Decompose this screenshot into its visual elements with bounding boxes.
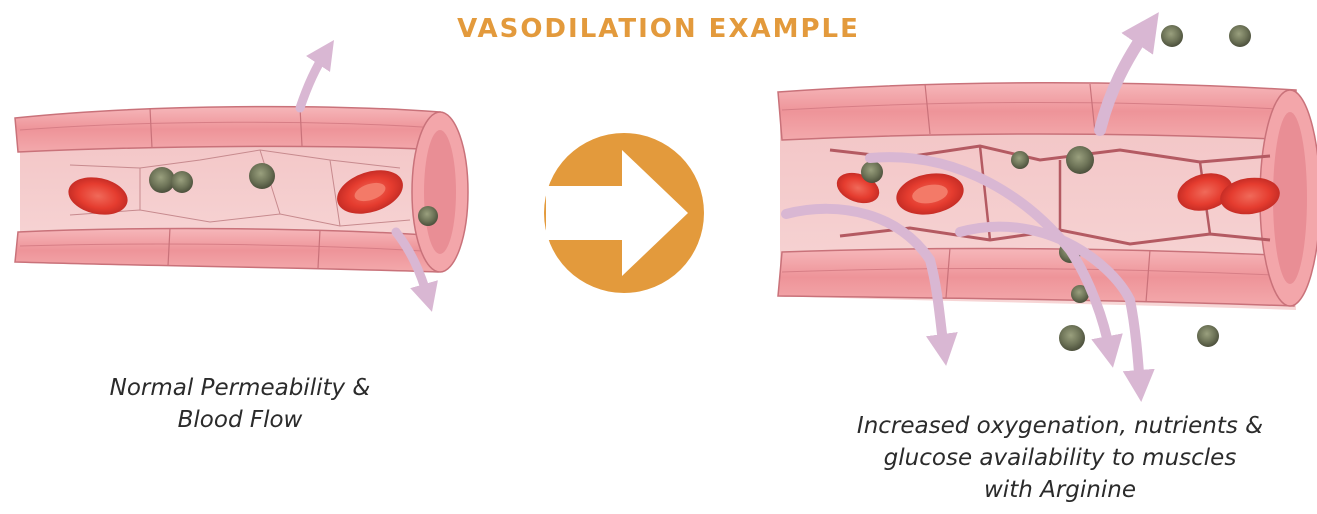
dilated-vessel (778, 25, 1317, 386)
flow-arrow (300, 52, 326, 108)
arginine-caption-line2: glucose availability to muscles (800, 442, 1317, 474)
normal-caption-line2: Blood Flow (60, 404, 420, 436)
nutrient-particle (171, 171, 193, 193)
nutrient-particle (1161, 25, 1183, 47)
normal-vessel (15, 52, 468, 298)
nutrient-particle (149, 167, 175, 193)
normal-caption-line1: Normal Permeability & (60, 372, 420, 404)
nutrient-particle (1229, 25, 1251, 47)
nutrient-particle (1197, 325, 1219, 347)
nutrient-particle (418, 206, 438, 226)
nutrient-particle (1011, 151, 1029, 169)
nutrient-particle (249, 163, 275, 189)
arginine-caption: Increased oxygenation, nutrients & gluco… (800, 410, 1317, 506)
normal-caption: Normal Permeability & Blood Flow (60, 372, 420, 436)
arginine-caption-line1: Increased oxygenation, nutrients & (800, 410, 1317, 442)
nutrient-particle (1059, 325, 1085, 351)
nutrient-particle (1066, 146, 1094, 174)
arrow-right-circle-icon (544, 133, 704, 293)
arginine-caption-line3: with Arginine (800, 474, 1317, 506)
nutrient-particle (861, 161, 883, 183)
